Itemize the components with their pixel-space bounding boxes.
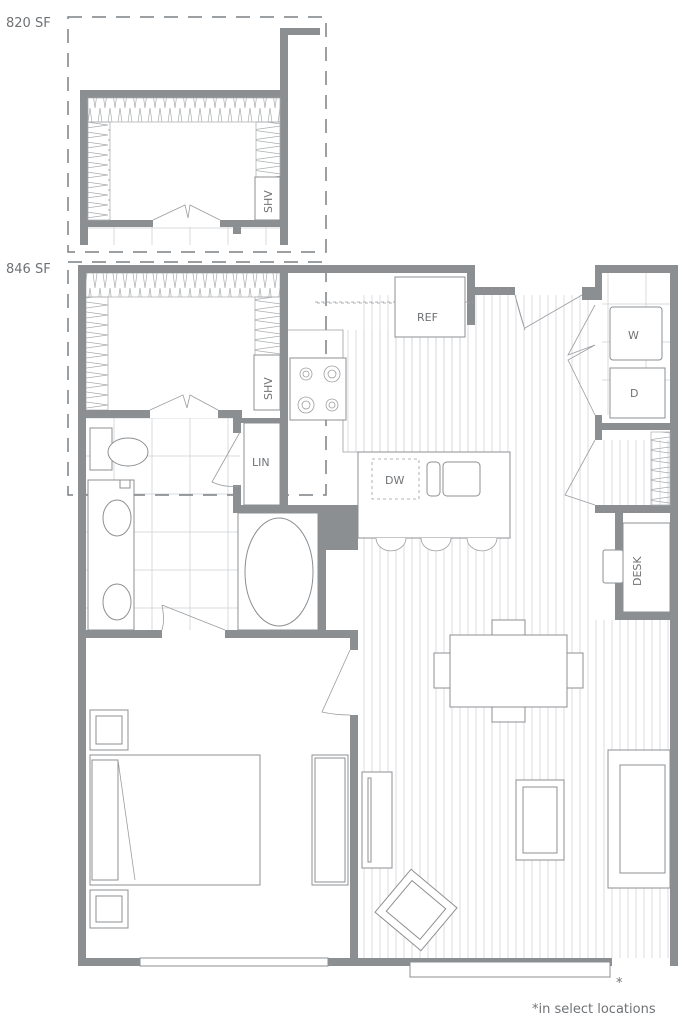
desk-label: DESK — [631, 556, 644, 586]
sink-icon — [102, 583, 132, 621]
shelf-label-846: SHV — [262, 377, 275, 400]
sink-icon — [102, 499, 132, 537]
armchair — [374, 868, 458, 952]
footnote-marker: * — [616, 976, 623, 991]
dryer-label: D — [630, 387, 638, 400]
closet-option-820: 820 SF SHV — [6, 16, 327, 253]
kitchen: REF DW — [288, 276, 511, 552]
toilet-icon — [107, 437, 149, 467]
tv-console — [361, 771, 393, 869]
shelf-label-820: SHV — [262, 190, 275, 213]
area-label-846: 846 SF — [6, 262, 51, 277]
living-dining — [361, 619, 671, 952]
dining-table — [449, 634, 568, 708]
footnote: *in select locations — [532, 1002, 656, 1017]
linen-label: LIN — [252, 456, 270, 469]
stove-icon — [289, 357, 347, 421]
closet-option-846: 846 SF SHV — [6, 261, 327, 496]
area-label-820: 820 SF — [6, 16, 51, 31]
washer-label: W — [628, 329, 639, 342]
sink-icon — [426, 461, 441, 497]
doors-windows: * — [139, 294, 623, 991]
refrigerator-label: REF — [417, 311, 438, 324]
bedroom — [89, 709, 349, 929]
bathroom: LIN — [87, 422, 319, 631]
bathtub-icon — [244, 517, 314, 627]
dishwasher-label: DW — [385, 474, 404, 487]
laundry: W D DESK — [602, 306, 671, 613]
